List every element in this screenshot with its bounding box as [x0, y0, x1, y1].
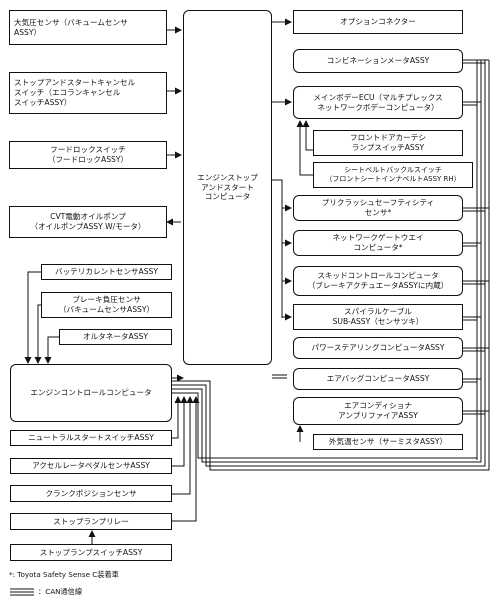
crank-arrow — [172, 396, 194, 495]
ac-amplifier-box: エアコンディショナ アンプリファイアASSY — [293, 397, 463, 425]
brake-vacuum-sensor-box: ブレーキ負圧センサ （バキュームセンサASSY） — [41, 292, 172, 318]
relay-arrow — [172, 396, 200, 522]
option-connector-box: オプションコネクター — [293, 10, 463, 34]
hood-lock-switch-label: フードロックスイッチ （フードロックASSY） — [47, 145, 129, 164]
atmospheric-pressure-sensor-label: 大気圧センサ（バキュームセンサ ASSY） — [14, 17, 128, 37]
main-body-ecu-label: メインボデーECU（マルチプレックス ネットワークボデーコンピュータ） — [313, 92, 443, 112]
cvt-oil-pump-box: CVT電動オイルポンプ （オイルポンプASSY W/モータ） — [9, 206, 167, 238]
combination-meter-label: コンビネーションメータASSY — [326, 56, 430, 66]
airbag-computer-label: エアバッグコンピュータASSY — [326, 374, 430, 384]
network-gateway-computer-label: ネットワークゲートウエイ コンピュータ* — [332, 233, 424, 252]
asterisk-note: *: Toyota Safety Sense C装着車 — [9, 570, 119, 579]
neutral-start-switch-box: ニュートラルスタートスイッチASSY — [10, 430, 172, 446]
right-bus — [272, 179, 283, 318]
seatbelt-buckle-switch-box: シートベルトバックルスイッチ （フロントシートインナベルトASSY RH） — [313, 162, 473, 188]
main-body-ecu-box: メインボデーECU（マルチプレックス ネットワークボデーコンピュータ） — [293, 86, 463, 119]
ac-amplifier-label: エアコンディショナ アンプリファイアASSY — [338, 401, 418, 420]
neutral-start-switch-label: ニュートラルスタートスイッチASSY — [28, 433, 154, 443]
pre-crash-sensor-box: プリクラッシュセーフティシティ センサ* — [293, 195, 463, 221]
spiral-cable-box: スパイラルケーブル SUB-ASSY（センサツキ） — [293, 304, 463, 330]
accelerator-pedal-sensor-box: アクセルレータペダルセンサASSY — [10, 458, 172, 474]
front-door-courtesy-switch-box: フロントドアカーテシ ランプスイッチASSY — [313, 130, 463, 156]
stop-lamp-switch-box: ストップランプスイッチASSY — [10, 544, 172, 561]
front-door-courtesy-switch-label: フロントドアカーテシ ランプスイッチASSY — [350, 133, 426, 152]
ambient-temp-sensor-box: 外気温センサ（サーミスタASSY） — [313, 434, 463, 450]
engine-control-computer-box: エンジンコントロールコンピュータ — [10, 364, 172, 422]
brake-vacuum-sensor-label: ブレーキ負圧センサ （バキュームセンサASSY） — [58, 295, 155, 314]
power-steering-computer-label: パワーステアリングコンピュータASSY — [311, 343, 445, 353]
battery-current-sensor-label: バッテリカレントセンサASSY — [54, 267, 158, 277]
seatbelt-buckle-switch-label: シートベルトバックルスイッチ （フロントシートインナベルトASSY RH） — [325, 165, 461, 183]
can-legend-label: ：CAN通信線 — [38, 587, 83, 596]
combination-meter-box: コンビネーションメータASSY — [293, 49, 463, 73]
power-steering-computer-box: パワーステアリングコンピュータASSY — [293, 337, 463, 359]
engine-control-computer-label: エンジンコントロールコンピュータ — [30, 388, 152, 398]
crank-position-sensor-box: クランクポジションセンサ — [10, 485, 172, 502]
cvt-oil-pump-label: CVT電動オイルポンプ （オイルポンプASSY W/モータ） — [30, 212, 146, 231]
engine-stop-start-computer-box: エンジンストップ アンドスタート コンピュータ — [183, 10, 272, 365]
airbag-computer-box: エアバッグコンピュータASSY — [293, 368, 463, 390]
skid-control-computer-label: スキッドコントロールコンピュータ （ブレーキアクチュエータASSYに内蔵） — [307, 271, 449, 290]
accel-arrow — [172, 396, 188, 467]
atmospheric-pressure-sensor-box: 大気圧センサ（バキュームセンサ ASSY） — [9, 10, 167, 45]
stop-lamp-switch-label: ストップランプスイッチASSY — [39, 547, 143, 557]
stop-start-cancel-switch-box: ストップアンドスタートキャンセル スイッチ（エコランキャンセル スイッチASSY… — [9, 72, 167, 114]
network-gateway-computer-box: ネットワークゲートウエイ コンピュータ* — [293, 230, 463, 256]
ambient-temp-sensor-label: 外気温センサ（サーミスタASSY） — [328, 437, 448, 447]
spiral-cable-label: スパイラルケーブル SUB-ASSY（センサツキ） — [332, 307, 424, 326]
battery-current-sensor-box: バッテリカレントセンサASSY — [41, 264, 172, 280]
battery-arrow — [24, 271, 41, 364]
accelerator-pedal-sensor-label: アクセルレータペダルセンサASSY — [32, 461, 150, 471]
can-bus — [10, 59, 490, 596]
neutral-arrow — [172, 396, 182, 439]
skid-control-computer-box: スキッドコントロールコンピュータ （ブレーキアクチュエータASSYに内蔵） — [293, 266, 463, 296]
brake-arrow — [34, 304, 42, 364]
option-connector-label: オプションコネクター — [340, 17, 416, 27]
stop-start-cancel-switch-label: ストップアンドスタートキャンセル スイッチ（エコランキャンセル スイッチASSY… — [14, 78, 136, 107]
stop-lamp-relay-label: ストップランプリレー — [53, 516, 129, 526]
engine-stop-start-computer-label: エンジンストップ アンドスタート コンピュータ — [197, 172, 258, 202]
alternator-label: オルタネータASSY — [82, 332, 149, 342]
alt-arrow — [44, 336, 59, 364]
belt-arrow — [296, 120, 313, 176]
door-arrow — [302, 120, 313, 151]
pre-crash-sensor-label: プリクラッシュセーフティシティ センサ* — [321, 198, 435, 217]
hood-lock-switch-box: フードロックスイッチ （フードロックASSY） — [9, 141, 167, 169]
stop-lamp-relay-box: ストップランプリレー — [10, 513, 172, 530]
crank-position-sensor-label: クランクポジションセンサ — [45, 488, 137, 498]
alternator-box: オルタネータASSY — [59, 329, 172, 345]
